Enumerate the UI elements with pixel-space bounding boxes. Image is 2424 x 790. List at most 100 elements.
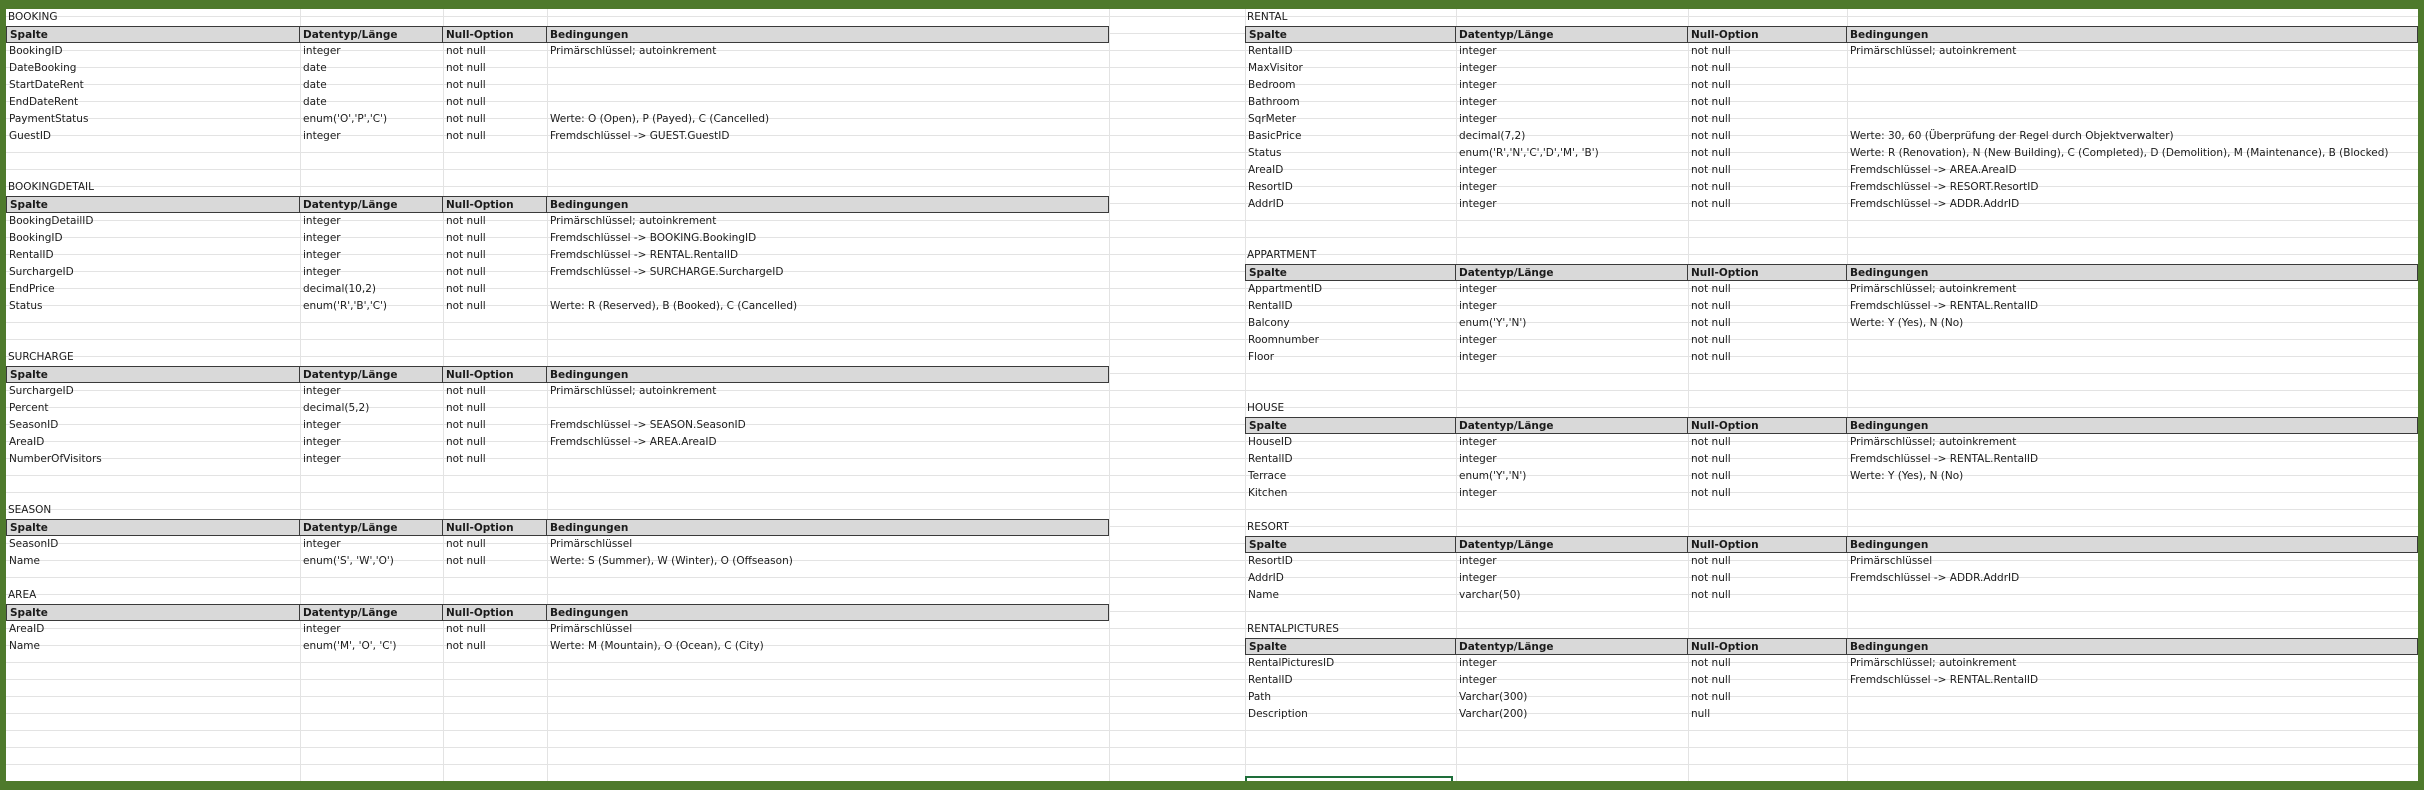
header-cell-null-option[interactable]: Null-Option xyxy=(443,366,547,383)
cell-spalte[interactable]: AreaID xyxy=(9,436,45,448)
header-cell-datentyp[interactable]: Datentyp/Länge xyxy=(300,519,443,536)
cell-null-option[interactable]: not null xyxy=(446,130,486,142)
cell-spalte[interactable]: Name xyxy=(1248,589,1279,601)
cell-spalte[interactable]: BookingID xyxy=(9,232,63,244)
cell-datentyp[interactable]: integer xyxy=(1459,657,1497,669)
header-cell-datentyp[interactable]: Datentyp/Länge xyxy=(300,604,443,621)
cell-spalte[interactable]: Path xyxy=(1248,691,1272,703)
cell-datentyp[interactable]: integer xyxy=(1459,113,1497,125)
cell-datentyp[interactable]: enum('Y','N') xyxy=(1459,317,1527,329)
cell-datentyp[interactable]: integer xyxy=(1459,283,1497,295)
cell-bedingungen[interactable] xyxy=(547,77,1109,94)
cell-spalte[interactable]: AppartmentID xyxy=(1248,283,1323,295)
cell-null-option[interactable]: not null xyxy=(1691,572,1731,584)
cell-null-option[interactable]: not null xyxy=(446,453,486,465)
cell-null-option[interactable]: not null xyxy=(1691,555,1731,567)
cell-bedingungen[interactable]: Fremdschlüssel -> BOOKING.BookingID xyxy=(550,232,757,244)
cell-null-option[interactable]: not null xyxy=(446,62,486,74)
cell-null-option[interactable]: not null xyxy=(1691,96,1731,108)
header-cell-datentyp[interactable]: Datentyp/Länge xyxy=(300,196,443,213)
cell-bedingungen[interactable]: Fremdschlüssel -> ADDR.AddrID xyxy=(1850,198,2020,210)
cell-datentyp[interactable]: integer xyxy=(1459,453,1497,465)
header-cell-null-option[interactable]: Null-Option xyxy=(1688,264,1847,281)
cell-datentyp[interactable]: enum('Y','N') xyxy=(1459,470,1527,482)
table-title[interactable]: RENTALPICTURES xyxy=(1247,623,1339,635)
table-title[interactable]: AREA xyxy=(8,589,37,601)
cell-spalte[interactable]: HouseID xyxy=(1248,436,1293,448)
cell-datentyp[interactable]: integer xyxy=(303,266,341,278)
cell-bedingungen[interactable]: Primärschlüssel; autoinkrement xyxy=(550,215,717,227)
cell-spalte[interactable]: Name xyxy=(9,640,40,652)
cell-datentyp[interactable]: integer xyxy=(303,436,341,448)
cell-spalte[interactable]: GuestID xyxy=(9,130,52,142)
cell-null-option[interactable]: not null xyxy=(446,419,486,431)
cell-bedingungen[interactable]: Werte: R (Reserved), B (Booked), C (Canc… xyxy=(550,300,798,312)
header-cell-spalte[interactable]: Spalte xyxy=(1245,26,1456,43)
cell-bedingungen[interactable]: Primärschlüssel xyxy=(550,538,633,550)
cell-bedingungen[interactable]: Werte: 30, 60 (Überprüfung der Regel dur… xyxy=(1850,130,2174,142)
header-cell-datentyp[interactable]: Datentyp/Länge xyxy=(1456,417,1688,434)
cell-null-option[interactable]: not null xyxy=(1691,300,1731,312)
cell-datentyp[interactable]: Varchar(300) xyxy=(1459,691,1528,703)
cell-null-option[interactable]: not null xyxy=(1691,453,1731,465)
cell-null-option[interactable]: not null xyxy=(1691,147,1731,159)
cell-datentyp[interactable]: integer xyxy=(303,45,341,57)
cell-datentyp[interactable]: integer xyxy=(303,453,341,465)
header-cell-bedingungen[interactable]: Bedingungen xyxy=(547,26,1109,43)
cell-datentyp[interactable]: integer xyxy=(1459,436,1497,448)
cell-bedingungen[interactable]: Fremdschlüssel -> SEASON.SeasonID xyxy=(550,419,746,431)
cell-datentyp[interactable]: integer xyxy=(1459,181,1497,193)
cell-datentyp[interactable]: date xyxy=(303,96,327,108)
cell-bedingungen[interactable]: Werte: R (Renovation), N (New Building),… xyxy=(1850,147,2389,159)
header-cell-bedingungen[interactable]: Bedingungen xyxy=(1847,536,2418,553)
cell-spalte[interactable]: ResortID xyxy=(1248,181,1293,193)
header-cell-spalte[interactable]: Spalte xyxy=(6,604,300,621)
cell-datentyp[interactable]: enum('R','N','C','D','M', 'B') xyxy=(1459,147,1599,159)
header-cell-datentyp[interactable]: Datentyp/Länge xyxy=(1456,26,1688,43)
cell-bedingungen[interactable]: Primärschlüssel; autoinkrement xyxy=(1850,436,2017,448)
header-cell-null-option[interactable]: Null-Option xyxy=(443,519,547,536)
cell-spalte[interactable]: PaymentStatus xyxy=(9,113,89,125)
cell-bedingungen[interactable] xyxy=(1847,77,2418,94)
cell-datentyp[interactable]: integer xyxy=(303,249,341,261)
cell-datentyp[interactable]: integer xyxy=(1459,572,1497,584)
cell-null-option[interactable]: not null xyxy=(1691,317,1731,329)
cell-null-option[interactable]: not null xyxy=(446,385,486,397)
cell-datentyp[interactable]: integer xyxy=(1459,351,1497,363)
cell-datentyp[interactable]: date xyxy=(303,62,327,74)
cell-null-option[interactable]: not null xyxy=(1691,691,1731,703)
cell-datentyp[interactable]: integer xyxy=(1459,198,1497,210)
cell-null-option[interactable]: not null xyxy=(1691,470,1731,482)
cell-null-option[interactable]: not null xyxy=(446,436,486,448)
cell-bedingungen[interactable]: Fremdschlüssel -> RESORT.ResortID xyxy=(1850,181,2039,193)
cell-spalte[interactable]: SurchargeID xyxy=(9,266,74,278)
cell-datentyp[interactable]: integer xyxy=(303,232,341,244)
cell-datentyp[interactable]: decimal(7,2) xyxy=(1459,130,1526,142)
header-cell-null-option[interactable]: Null-Option xyxy=(1688,536,1847,553)
cell-null-option[interactable]: not null xyxy=(446,249,486,261)
header-cell-bedingungen[interactable]: Bedingungen xyxy=(547,366,1109,383)
cell-spalte[interactable]: BookingID xyxy=(9,45,63,57)
cell-bedingungen[interactable]: Primärschlüssel; autoinkrement xyxy=(1850,45,2017,57)
header-cell-spalte[interactable]: Spalte xyxy=(6,366,300,383)
table-title[interactable]: BOOKINGDETAIL xyxy=(8,181,94,193)
cell-null-option[interactable]: not null xyxy=(446,623,486,635)
header-cell-spalte[interactable]: Spalte xyxy=(1245,417,1456,434)
cell-datentyp[interactable]: integer xyxy=(1459,334,1497,346)
cell-datentyp[interactable]: decimal(10,2) xyxy=(303,283,376,295)
table-title[interactable]: HOUSE xyxy=(1247,402,1285,414)
cell-null-option[interactable]: not null xyxy=(1691,164,1731,176)
cell-bedingungen[interactable]: Fremdschlüssel -> AREA.AreaID xyxy=(550,436,717,448)
header-cell-bedingungen[interactable]: Bedingungen xyxy=(1847,26,2418,43)
header-cell-datentyp[interactable]: Datentyp/Länge xyxy=(1456,264,1688,281)
cell-bedingungen[interactable]: Primärschlüssel; autoinkrement xyxy=(1850,657,2017,669)
cell-datentyp[interactable]: integer xyxy=(1459,674,1497,686)
cell-spalte[interactable]: Terrace xyxy=(1248,470,1287,482)
cell-bedingungen[interactable] xyxy=(547,400,1109,417)
cell-bedingungen[interactable]: Fremdschlüssel -> GUEST.GuestID xyxy=(550,130,730,142)
header-cell-bedingungen[interactable]: Bedingungen xyxy=(1847,264,2418,281)
cell-null-option[interactable]: not null xyxy=(1691,79,1731,91)
cell-datentyp[interactable]: date xyxy=(303,79,327,91)
cell-null-option[interactable]: not null xyxy=(1691,334,1731,346)
header-cell-spalte[interactable]: Spalte xyxy=(6,196,300,213)
